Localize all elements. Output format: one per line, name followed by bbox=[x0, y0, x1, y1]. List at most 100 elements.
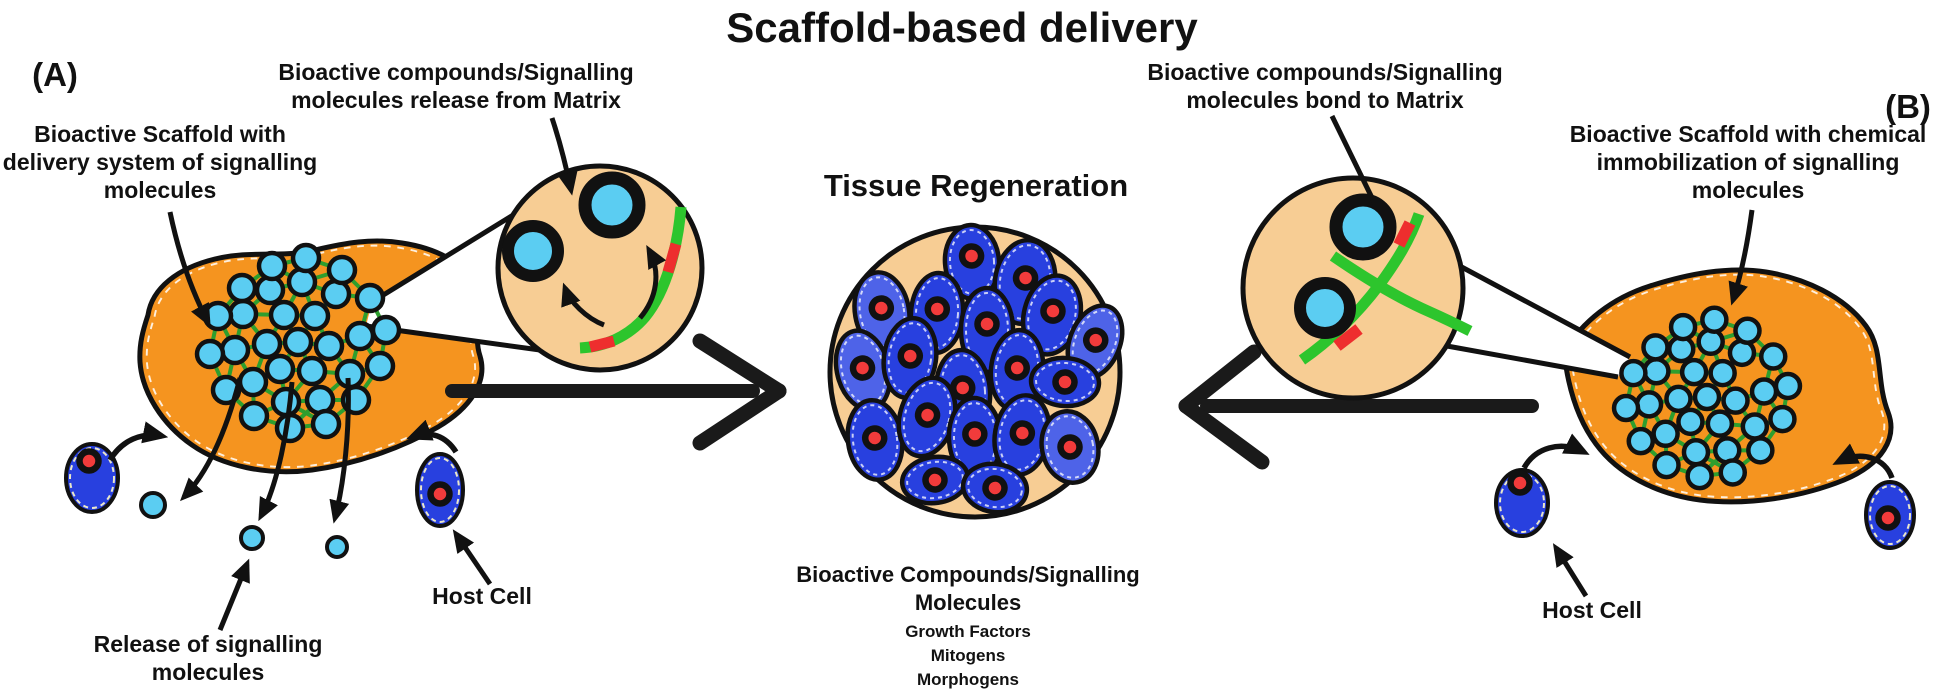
cell-nucleus bbox=[974, 311, 1000, 337]
scaffold-a-caption-line3: molecules bbox=[104, 177, 217, 203]
scaffold-a-caption-arrow bbox=[167, 211, 211, 328]
signalling-molecule bbox=[202, 300, 234, 332]
signalling-molecule bbox=[282, 326, 314, 358]
cell-nucleus bbox=[962, 421, 988, 447]
cell-nucleus bbox=[1040, 298, 1066, 324]
cell-nucleus bbox=[427, 481, 453, 507]
cell-nucleus bbox=[849, 355, 876, 381]
signalling-molecule-cluster-a bbox=[194, 242, 402, 444]
scaffold-b-inner-dash bbox=[1569, 273, 1886, 499]
released-signalling-molecule bbox=[325, 535, 349, 559]
release-arrow-a3 bbox=[329, 377, 351, 524]
signalling-molecule bbox=[299, 300, 331, 332]
tissue-cell bbox=[1039, 409, 1101, 485]
host-cell bbox=[1494, 468, 1550, 538]
host-cell-a-caption: Host Cell bbox=[432, 583, 532, 609]
signalling-molecule bbox=[1681, 437, 1711, 467]
signalling-molecule bbox=[1651, 419, 1680, 449]
host-cell-b-caption-arrow bbox=[1552, 543, 1589, 598]
tissue-regeneration-title: Tissue Regeneration bbox=[824, 168, 1128, 203]
magnifier-cone-a-edge-top bbox=[370, 209, 520, 305]
cell-nucleus bbox=[958, 243, 985, 269]
zoom-b-caption-line1: Bioactive compounds/Signalling bbox=[1147, 59, 1502, 85]
arrow-a-to-center bbox=[445, 333, 787, 451]
cell-nucleus bbox=[897, 343, 924, 369]
cell-nucleus bbox=[922, 467, 948, 493]
cell-nucleus bbox=[1009, 420, 1036, 446]
signalling-molecule bbox=[264, 353, 296, 385]
tissue-cell bbox=[946, 395, 1004, 481]
signalling-molecule bbox=[194, 338, 226, 370]
release-arrow-a1 bbox=[180, 377, 243, 502]
signalling-molecule bbox=[1668, 312, 1698, 342]
host-cell-b-caption: Host Cell bbox=[1542, 597, 1642, 623]
host-cell bbox=[1864, 480, 1916, 550]
cell-nucleus bbox=[949, 375, 976, 401]
bond-site-b-1 bbox=[1393, 220, 1416, 248]
host-cell bbox=[64, 442, 120, 514]
signalling-molecule bbox=[313, 330, 345, 362]
magnifier-cone-b bbox=[1447, 264, 1630, 377]
magnifier-cone-b-edge-bottom bbox=[1446, 343, 1619, 380]
signalling-molecule bbox=[1641, 333, 1670, 362]
release-caption-line2: molecules bbox=[152, 659, 265, 685]
signalling-molecule-ring-a2 bbox=[502, 220, 564, 282]
signalling-molecule bbox=[286, 266, 318, 298]
signalling-molecule bbox=[1768, 404, 1797, 434]
cell-nucleus bbox=[1012, 265, 1039, 291]
released-signalling-molecule bbox=[239, 525, 265, 551]
released-signalling-molecule bbox=[139, 491, 167, 519]
signalling-molecule bbox=[256, 250, 288, 282]
release-caption-line1: Release of signalling bbox=[94, 631, 323, 657]
tissue-cell bbox=[1020, 273, 1084, 357]
center-caption-line2: Molecules bbox=[915, 590, 1021, 615]
host-cell-b-right-arrow bbox=[1832, 443, 1895, 480]
signalling-molecule bbox=[1718, 458, 1748, 487]
signalling-molecule bbox=[1705, 409, 1735, 438]
center-sub-morphogens: Morphogens bbox=[917, 670, 1019, 689]
released-molecules bbox=[139, 491, 349, 559]
tissue-cell bbox=[845, 397, 905, 483]
signalling-molecule bbox=[1679, 357, 1709, 387]
signalling-molecule bbox=[1746, 436, 1775, 465]
signalling-molecule bbox=[227, 298, 259, 330]
matrix-zoom-a-circle bbox=[495, 163, 705, 373]
signalling-molecule bbox=[1692, 382, 1722, 412]
signalling-molecule bbox=[296, 355, 328, 387]
cell-nucleus bbox=[1052, 369, 1078, 395]
center-tissue: Tissue Regeneration Bioactive Compounds/… bbox=[445, 168, 1539, 689]
magnifier-cone-b-edge-top bbox=[1454, 261, 1632, 360]
signalling-molecule bbox=[290, 242, 322, 274]
release-caption-arrow bbox=[217, 558, 250, 631]
host-cells-b bbox=[1494, 468, 1916, 550]
matrix-fiber-b2 bbox=[1329, 251, 1473, 336]
signalling-molecule bbox=[1619, 358, 1648, 388]
signalling-molecule bbox=[1749, 377, 1779, 406]
zoom-a-caption-line2: molecules release from Matrix bbox=[291, 87, 621, 113]
signalling-molecule bbox=[1773, 371, 1803, 401]
center-caption-line1: Bioactive Compounds/Signalling bbox=[796, 562, 1139, 587]
tissue-cell bbox=[833, 328, 893, 412]
signalling-molecule bbox=[270, 386, 302, 418]
scaffold-a-caption-line1: Bioactive Scaffold with bbox=[34, 121, 286, 147]
cell-nucleus bbox=[982, 475, 1008, 501]
signalling-molecule bbox=[370, 314, 402, 346]
scaffold-b-caption-line3: molecules bbox=[1692, 177, 1805, 203]
cell-nucleus bbox=[1004, 355, 1030, 381]
signalling-molecule bbox=[354, 282, 386, 314]
tissue-cell bbox=[960, 461, 1030, 515]
signalling-molecule-ring-b1 bbox=[1329, 193, 1397, 261]
release-direction-arrow-a1 bbox=[638, 244, 667, 320]
host-cells-a bbox=[64, 442, 465, 528]
release-arrow-a2 bbox=[258, 381, 295, 522]
scaffold-b-caption-arrow bbox=[1728, 209, 1755, 306]
figure-title: Scaffold-based delivery bbox=[726, 4, 1198, 51]
cell-nucleus bbox=[924, 296, 951, 322]
signalling-molecule bbox=[238, 400, 270, 432]
matrix-zoom-a bbox=[495, 163, 705, 373]
bond-site-a-1 bbox=[662, 242, 682, 274]
panel-b: (B) Bioactive compounds/Signalling molec… bbox=[1147, 59, 1931, 623]
host-cell bbox=[415, 452, 465, 528]
signalling-molecule bbox=[268, 299, 300, 331]
